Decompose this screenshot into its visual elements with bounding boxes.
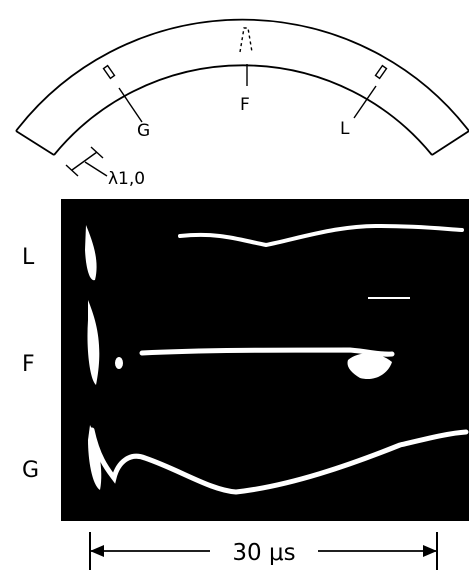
probe-label-g: G	[137, 121, 150, 141]
gap-label: λ1,0	[108, 169, 145, 189]
probe-label-l: L	[340, 119, 350, 139]
waveguide-inner-wall	[53, 64, 433, 156]
scale-bar-left-arrowhead	[90, 545, 104, 557]
oscillogram-screen	[61, 199, 469, 521]
trace-spot	[115, 357, 123, 369]
time-scale-bar: 30 μs	[89, 532, 438, 570]
gap-dimension-marker	[65, 146, 108, 177]
oscillogram: L F G	[22, 199, 469, 521]
waveguide-right-end	[431, 130, 469, 156]
trigger-flash-bottom	[88, 425, 102, 490]
probe-l-leader	[353, 85, 377, 119]
scale-bar-label: 30 μs	[232, 540, 295, 566]
waveguide-left-end	[15, 130, 55, 156]
row-label-f: F	[22, 352, 35, 377]
probe-slot-g	[102, 64, 116, 80]
trace-f	[139, 347, 395, 357]
row-label-l: L	[22, 245, 35, 270]
probe-slot-f	[239, 27, 253, 53]
trace-f-burst	[347, 353, 392, 380]
waveguide-outer-wall	[15, 18, 469, 132]
trigger-flash-top	[85, 225, 97, 281]
scale-bar-right-arrowhead	[423, 545, 437, 557]
curved-waveguide-diagram: G F L λ1,0	[15, 18, 469, 189]
trace-g	[89, 427, 469, 495]
probe-slot-l	[374, 64, 388, 80]
probe-g-leader	[118, 87, 143, 123]
row-label-g: G	[22, 458, 39, 483]
trigger-flash-middle	[87, 300, 100, 385]
trace-l	[178, 223, 464, 248]
probe-label-f: F	[240, 95, 250, 115]
